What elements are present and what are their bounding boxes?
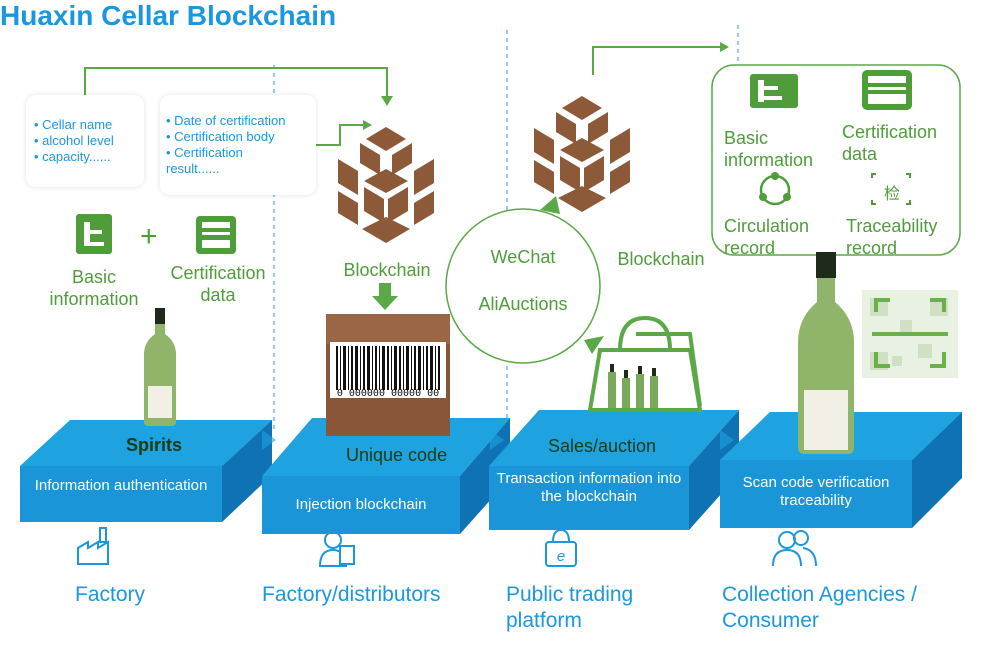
panel-basic-information-icon xyxy=(750,74,798,108)
barcode-block xyxy=(326,314,450,436)
actor-label: Public trading platform xyxy=(506,583,634,632)
card-item: Certification result...... xyxy=(166,145,286,177)
basic-information-icon xyxy=(76,214,112,254)
stage-face-label: Information authentication xyxy=(34,477,208,494)
traceability-icon-glyph: 检 xyxy=(883,184,900,203)
shopping-bag-icon xyxy=(587,315,703,412)
card-to-chain-arrow xyxy=(315,124,365,146)
blockchain-logo-icon xyxy=(534,96,630,212)
blockchain-logo-icon xyxy=(338,127,434,243)
card-item: capacity...... xyxy=(34,149,144,165)
trading-platform-icon xyxy=(545,528,577,567)
large-bottle-image xyxy=(798,252,854,454)
panel-certification-data-label: Certification data xyxy=(842,122,938,164)
plus-sign: + xyxy=(140,220,158,253)
channel-circle xyxy=(445,208,601,364)
wechat-label: WeChat xyxy=(490,247,556,267)
qr-scan-icon xyxy=(862,290,958,378)
stage-face-label: Scan code verification traceability xyxy=(742,474,890,509)
page-title: Huaxin Cellar Blockchain xyxy=(0,0,337,31)
distributor-icon xyxy=(318,531,355,567)
circulation-record-label: Circulation record xyxy=(724,216,810,258)
actor-label: Factory xyxy=(75,583,146,606)
card-item: Cellar name xyxy=(34,117,144,133)
small-bottle-image xyxy=(144,308,176,426)
factory-icon xyxy=(77,527,109,565)
card-item: Certification body xyxy=(166,129,316,145)
actor-label: Collection Agencies / Consumer xyxy=(722,583,917,632)
stage-face-label: Injection blockchain xyxy=(295,496,427,513)
certification-data-icon xyxy=(196,216,236,254)
blockchain-label: Blockchain xyxy=(617,249,705,269)
circle-to-chain-arrow xyxy=(540,196,560,214)
stage-top-label: Unique code xyxy=(346,445,448,465)
bag-bottles xyxy=(608,364,658,408)
consumer-icon xyxy=(772,530,817,567)
chain-to-panel-arrow xyxy=(592,46,722,75)
stage-box-1 xyxy=(20,420,272,522)
traceability-record-label: Traceability record xyxy=(846,216,938,258)
basic-information-label: Basic information xyxy=(49,267,139,309)
certification-data-label: Certification data xyxy=(170,263,266,305)
blockchain-label: Blockchain xyxy=(343,260,431,280)
barcode-digits: 0 000000 00000 00 xyxy=(336,388,440,399)
panel-certification-data-icon xyxy=(862,70,912,110)
aliauctions-label: AliAuctions xyxy=(478,294,568,314)
stage-top-label: Sales/auction xyxy=(548,436,657,456)
panel-basic-information-label: Basic information xyxy=(724,128,814,170)
top-connector-arrow xyxy=(84,67,388,100)
certification-info-card: Date of certification Certification body… xyxy=(160,95,316,195)
actor-label: Factory/distributors xyxy=(262,583,441,606)
stage-top-label: Spirits xyxy=(126,435,183,455)
traceability-record-icon xyxy=(871,173,911,205)
down-arrow xyxy=(372,296,398,310)
card-item: alcohol level xyxy=(34,133,144,149)
cellar-info-card: Cellar name alcohol level capacity...... xyxy=(26,95,144,187)
trading-platform-letter: e xyxy=(557,548,565,565)
card-item: Date of certification xyxy=(166,113,316,129)
stage-face-label: Transaction information into the blockch… xyxy=(496,470,682,505)
bag-to-circle-arrow xyxy=(584,336,604,354)
